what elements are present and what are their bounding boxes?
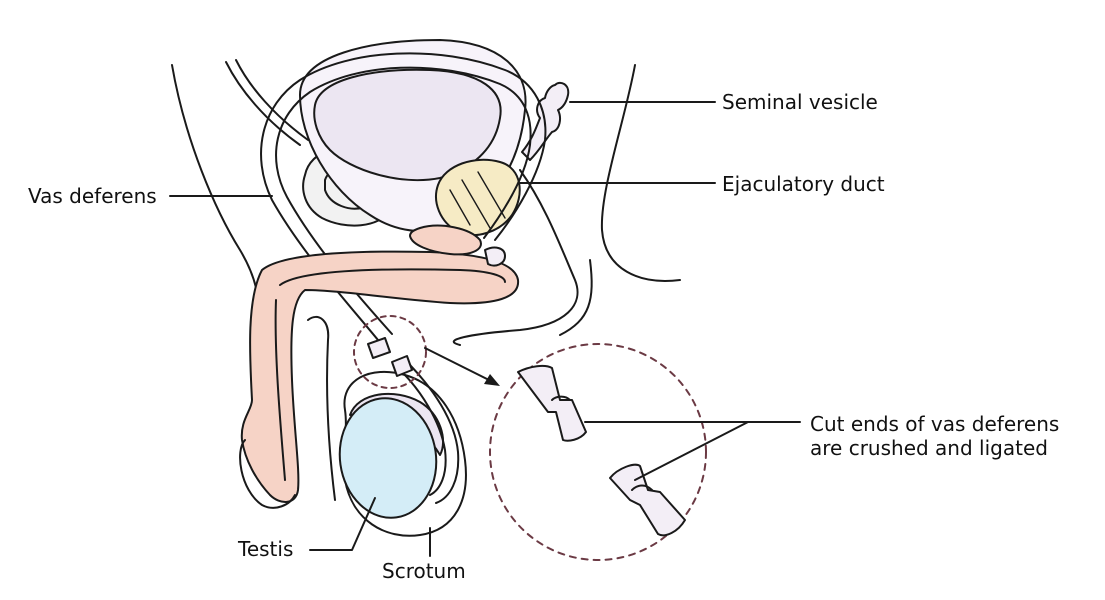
bladder-inner xyxy=(313,68,502,182)
perineum-inner-outline xyxy=(559,259,593,336)
cut-end-upper-small xyxy=(367,337,391,359)
label-testis: Testis xyxy=(238,537,294,561)
label-cut-ends-line2: are crushed and ligated xyxy=(810,436,1048,460)
cut-site-circle xyxy=(353,315,427,389)
penis xyxy=(240,250,520,503)
magnified-cut-end-bottom xyxy=(609,463,686,537)
label-ejaculatory-duct: Ejaculatory duct xyxy=(722,172,885,196)
label-scrotum: Scrotum xyxy=(382,559,466,583)
magnify-arrow-head xyxy=(484,374,500,386)
cut-end-lower-small xyxy=(391,355,413,377)
vas-deferens-tube-outer xyxy=(260,52,547,341)
magnified-view-circle xyxy=(489,343,707,561)
body-front-outline xyxy=(171,64,261,331)
urethra xyxy=(274,268,506,481)
body-back-outline xyxy=(600,64,681,282)
label-cut-ends: Cut ends of vas deferens are crushed and… xyxy=(810,412,1059,460)
label-vas-deferens: Vas deferens xyxy=(28,184,157,208)
label-seminal-vesicle: Seminal vesicle xyxy=(722,90,878,114)
vas-deferens-tube-inner xyxy=(275,66,532,335)
penis-glans xyxy=(239,439,296,509)
magnified-cut-end-top xyxy=(517,364,587,442)
perineum-outline xyxy=(452,169,579,346)
leader-cut-ends-b xyxy=(634,421,749,481)
leader-testis xyxy=(309,497,376,551)
magnify-arrow-line xyxy=(424,347,494,383)
label-cut-ends-line1: Cut ends of vas deferens xyxy=(810,412,1060,436)
spermatic-cord xyxy=(225,59,309,146)
testis-shape xyxy=(338,397,438,519)
